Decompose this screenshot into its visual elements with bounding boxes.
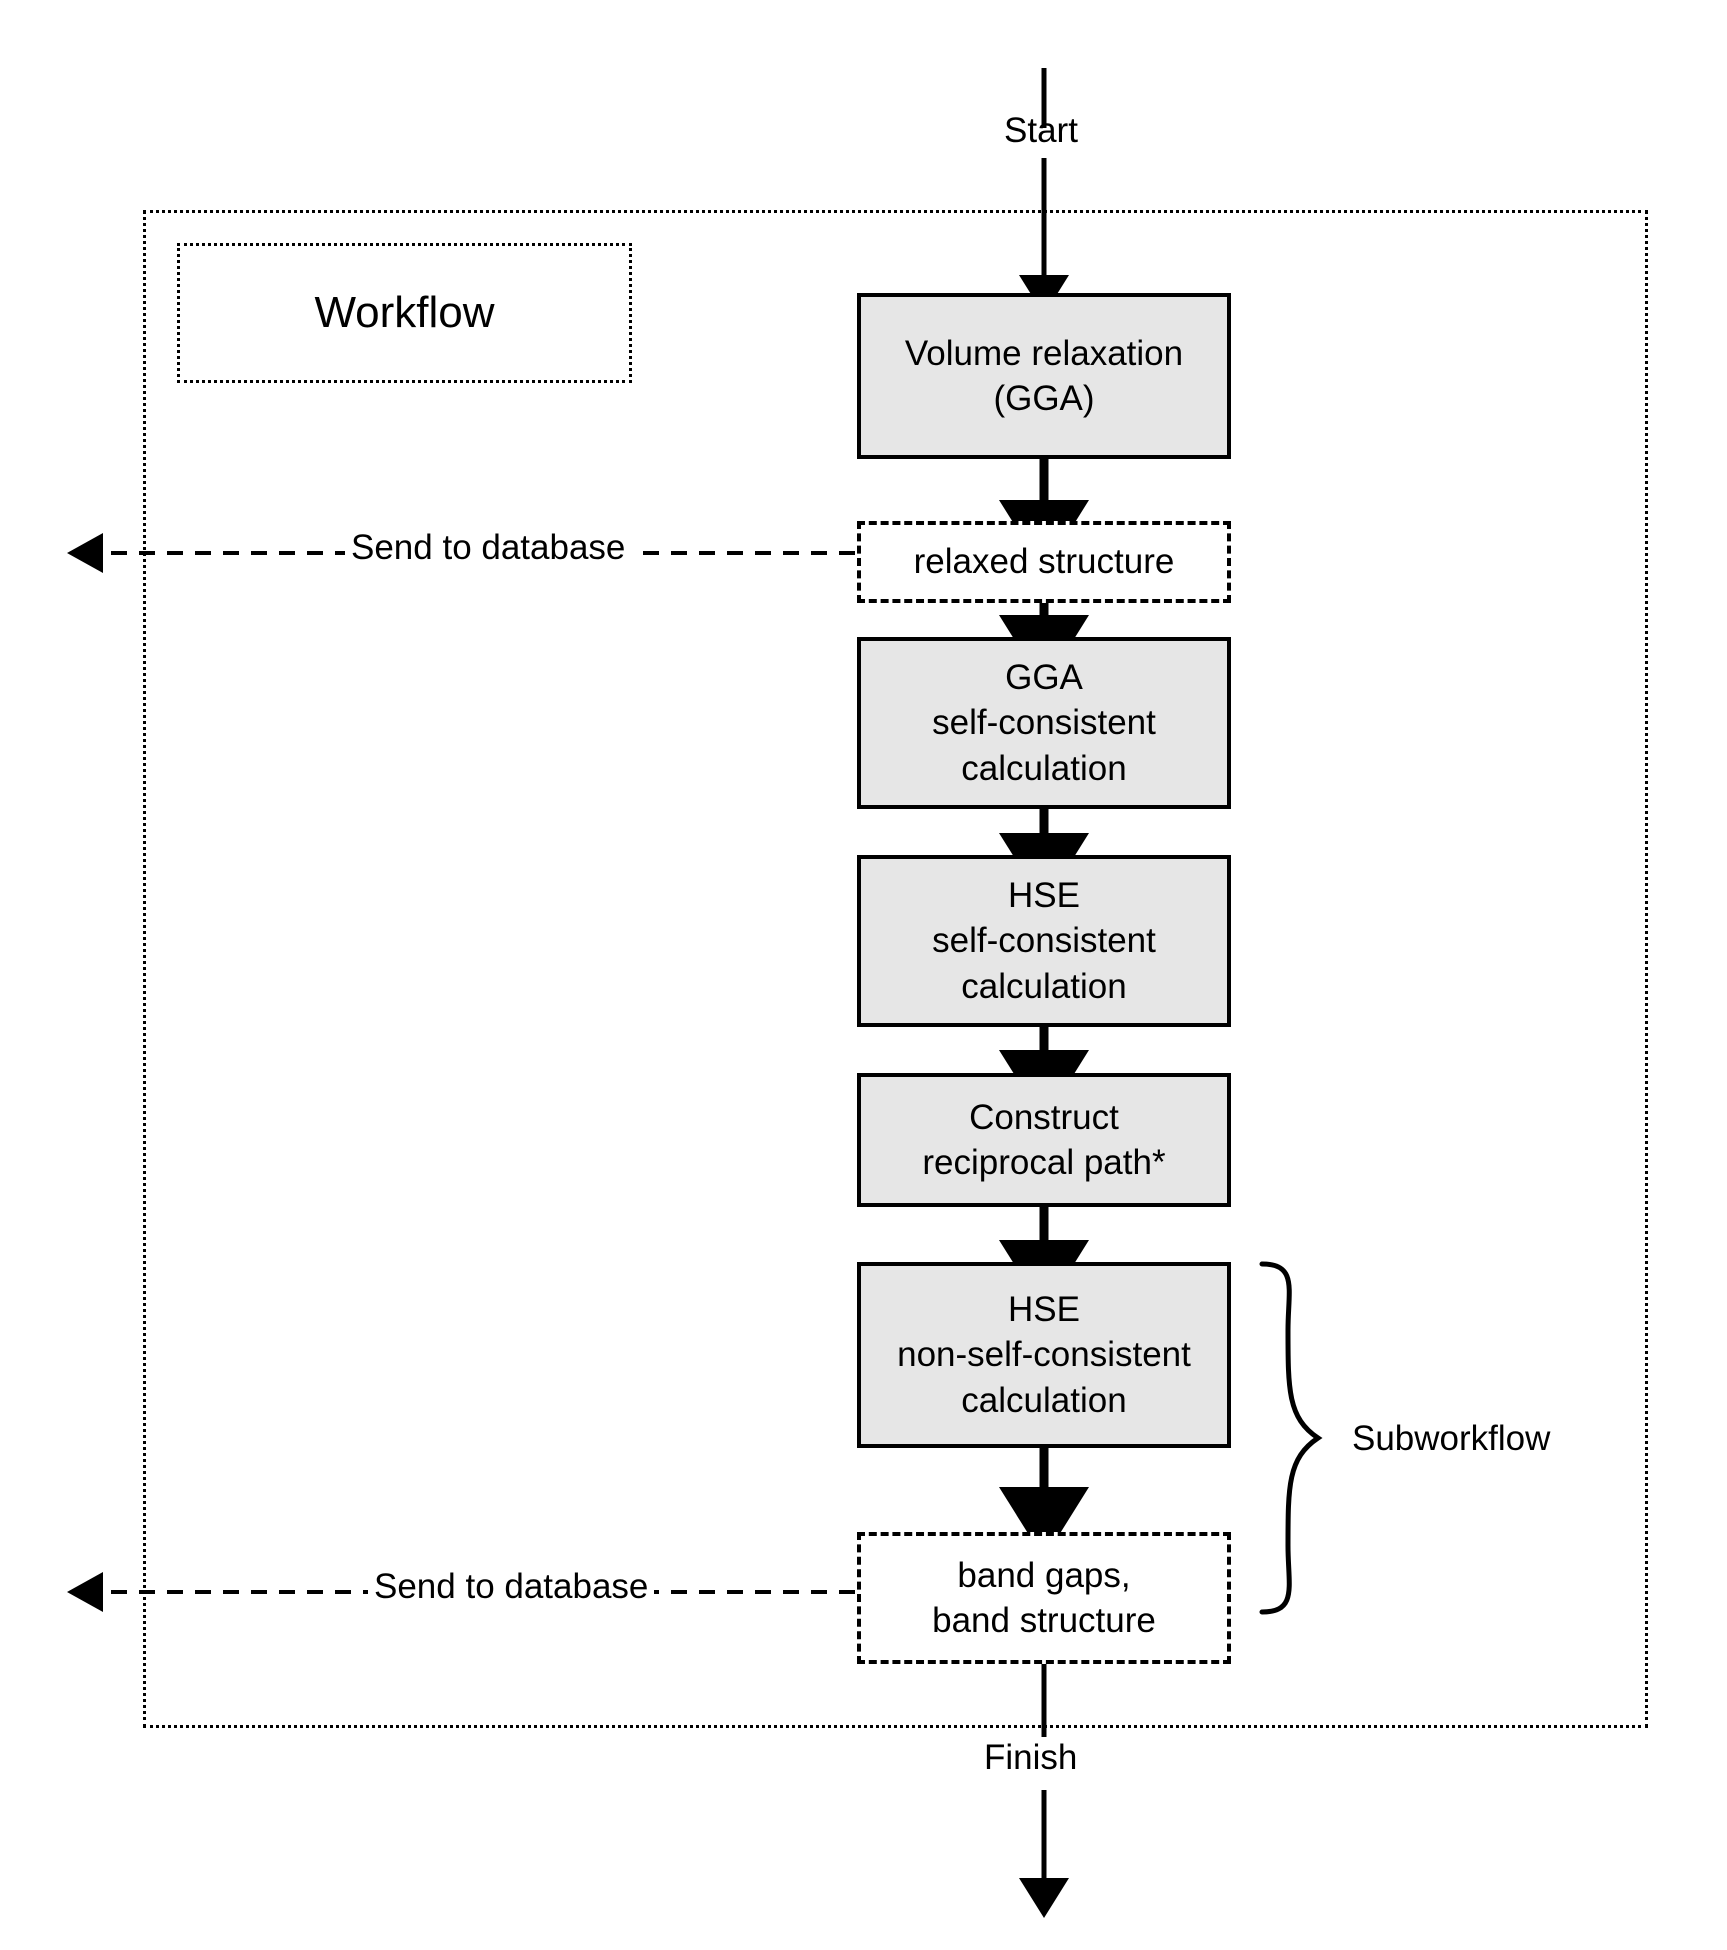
node-volume-relaxation[interactable]: Volume relaxation (GGA) [857,293,1231,459]
send-to-database-label-1: Send to database [345,528,632,568]
node-gga-scf[interactable]: GGA self-consistent calculation [857,637,1231,809]
workflow-title-label: Workflow [314,287,495,337]
node-reciprocal-path-label: Construct reciprocal path* [922,1097,1166,1183]
node-relaxed-structure[interactable]: relaxed structure [857,521,1231,603]
node-relaxed-structure-label: relaxed structure [913,542,1175,582]
node-band-results-label: band gaps, band structure [932,1555,1156,1641]
node-volume-relaxation-label: Volume relaxation (GGA) [904,333,1184,419]
node-reciprocal-path[interactable]: Construct reciprocal path* [857,1073,1231,1207]
workflow-title-box: Workflow [177,243,632,383]
send-to-database-label-2: Send to database [368,1567,655,1607]
subworkflow-label: Subworkflow [1352,1419,1551,1458]
node-hse-nscf[interactable]: HSE non-self-consistent calculation [857,1262,1231,1448]
node-hse-scf-label: HSE self-consistent calculation [932,875,1156,1006]
node-gga-scf-label: GGA self-consistent calculation [932,657,1156,788]
node-band-results[interactable]: band gaps, band structure [857,1532,1231,1664]
finish-label: Finish [984,1738,1078,1777]
start-label: Start [1004,111,1078,150]
workflow-boundary [143,210,1648,1728]
node-hse-nscf-label: HSE non-self-consistent calculation [897,1289,1191,1420]
node-hse-scf[interactable]: HSE self-consistent calculation [857,855,1231,1027]
